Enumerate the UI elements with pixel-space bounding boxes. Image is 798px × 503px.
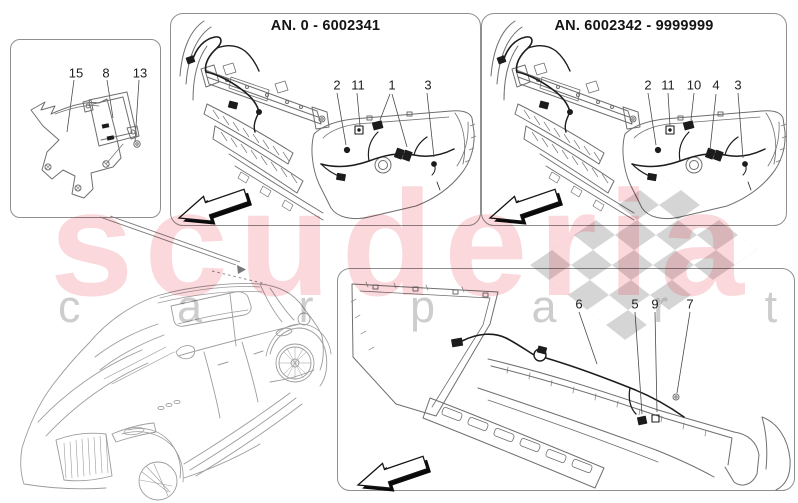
callout-10: 10: [686, 77, 702, 93]
location-arrowhead-icon: [237, 265, 246, 274]
panel-b-title: AN. 6002342 - 9999999: [554, 18, 714, 34]
car-illustration: [20, 265, 332, 501]
mounting-bracket-drawing: [30, 98, 122, 199]
panel-a-leader-lines: [336, 92, 435, 158]
rear-bumper-drawing: [350, 281, 791, 491]
rear-harness-drawing: [451, 333, 685, 426]
callout-11: 11: [351, 77, 365, 93]
location-dashed-line: [211, 270, 267, 285]
callout-13: 13: [132, 65, 148, 81]
callout-4: 4: [712, 77, 720, 93]
rear-bumper-diagram: [350, 281, 791, 493]
direction-arrow-icon: [489, 188, 564, 226]
front-bumper-panel-a: AN. 0 - 6002341 2 11 1 3: [170, 13, 481, 226]
panel-a-title: AN. 0 - 6002341: [270, 18, 381, 34]
callout-2: 2: [333, 77, 341, 93]
panel-b-leader-lines: [647, 92, 744, 159]
bracket-detail-panel: 15 8 13: [10, 39, 161, 218]
callout-6: 6: [575, 296, 583, 312]
direction-arrow-icon: [357, 455, 432, 493]
callout-2: 2: [644, 77, 652, 93]
callout-8: 8: [102, 65, 110, 81]
rear-bumper-panel: 6 5 9 7: [337, 268, 795, 493]
front-bumper-panel-b: AN. 6002342 - 9999999 2 11 10 4 3: [481, 13, 788, 226]
ecu-module-drawing: [82, 91, 141, 168]
callout-5: 5: [631, 296, 639, 312]
callout-11: 11: [661, 77, 675, 93]
front-bumper-diagram-b: [489, 20, 788, 226]
callout-3: 3: [734, 77, 742, 93]
callout-3: 3: [424, 77, 432, 93]
direction-arrow-icon: [178, 188, 253, 226]
front-bumper-diagram-a: [178, 20, 477, 226]
callout-15: 15: [68, 65, 84, 81]
callout-9: 9: [651, 296, 659, 312]
callout-7: 7: [686, 296, 694, 312]
bracket-ecu-diagram: [30, 79, 141, 199]
callout-1: 1: [388, 77, 396, 93]
